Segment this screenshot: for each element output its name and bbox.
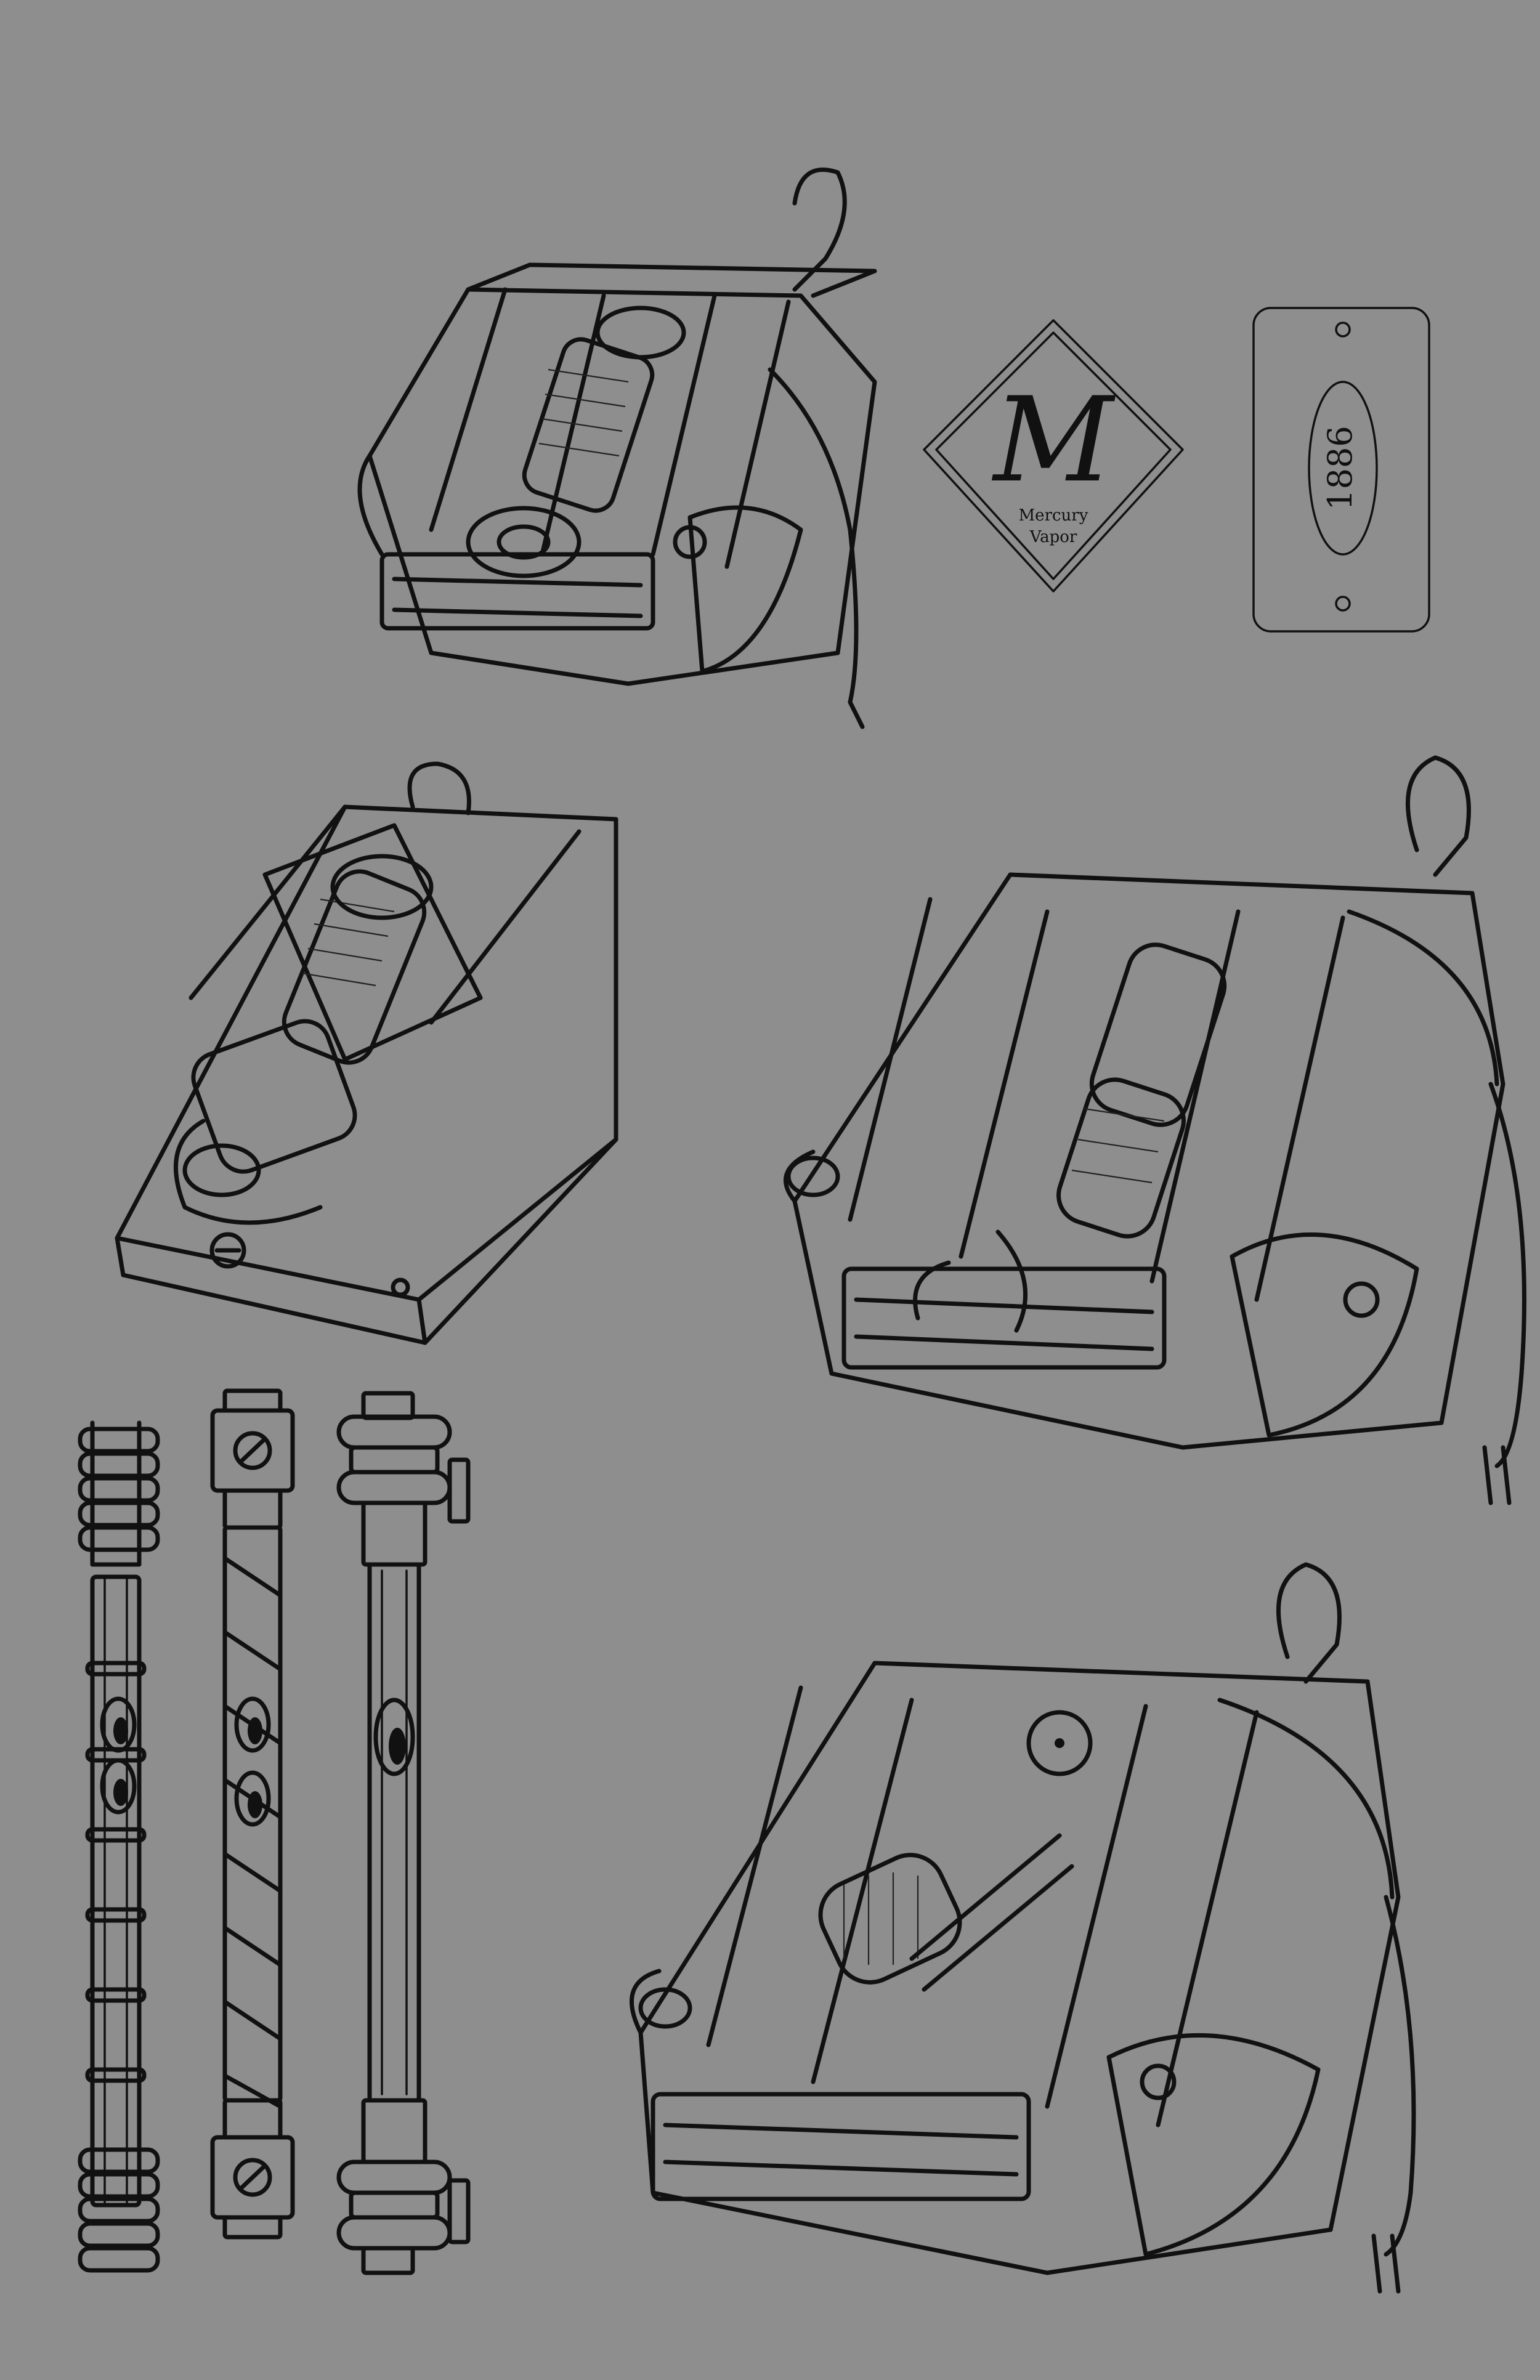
rod-1-coil-top: [78, 1420, 160, 1567]
rod-sketch-1: [78, 1420, 160, 2273]
rod-1-coil-bottom: [78, 2147, 160, 2273]
mercury-vapor-logo: M Mercury Vapor: [923, 319, 1184, 593]
year-plate: 1886: [1252, 307, 1430, 633]
plate-year: 1886: [1321, 426, 1360, 510]
logo-text-line2: Vapor: [1029, 528, 1077, 546]
device-sketch-4: [630, 1562, 1416, 2294]
device-sketch-1: [357, 168, 877, 729]
logo-text-line1: Mercury: [1019, 506, 1088, 525]
device-sketch-3: [784, 755, 1526, 1505]
logo-monogram: M: [992, 372, 1116, 508]
rod-sketch-2: [210, 1388, 295, 2240]
rod-sketch-3: [336, 1391, 471, 2275]
device-sketch-2: [115, 761, 618, 1345]
